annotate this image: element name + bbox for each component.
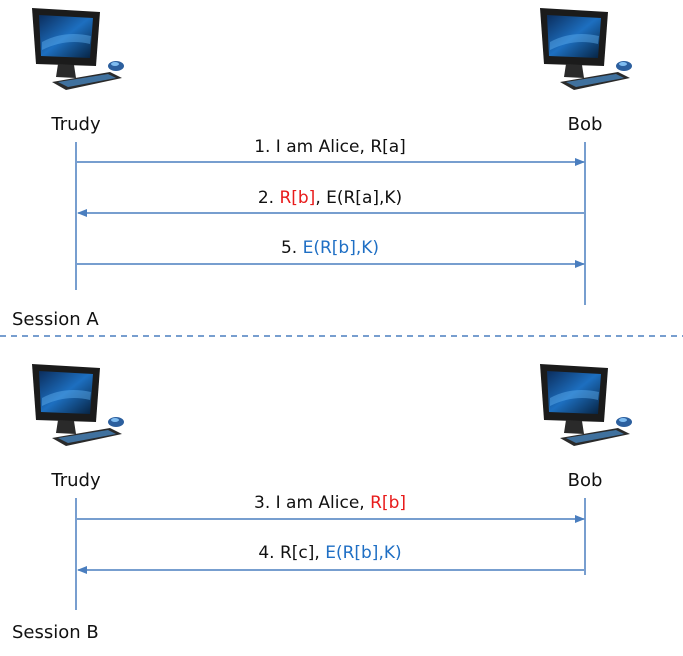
message-label: 4. R[c], E(R[b],K) [258, 543, 401, 563]
trudy-computer-icon [32, 364, 124, 446]
session-caption: Session B [12, 622, 99, 643]
message-part: 1. I am Alice, [254, 137, 370, 157]
bob-computer-icon [540, 364, 632, 446]
message-part: , E(R[a],K) [315, 188, 402, 208]
message-part: E(R[b],K) [325, 543, 401, 563]
right-party-label: Bob [568, 470, 603, 491]
message-part: 4. R[c], [258, 543, 325, 563]
session-a: Trudy Bob 1. I am Alice, R[a] 2. R[b], E… [12, 8, 632, 330]
message-part: R[a] [370, 137, 406, 157]
message-label: 3. I am Alice, R[b] [254, 493, 406, 513]
session-b: Trudy Bob 3. I am Alice, R[b] 4. R[c], E… [12, 364, 632, 643]
trudy-computer-icon [32, 8, 124, 90]
left-party-label: Trudy [50, 114, 101, 135]
message-part: 2. [258, 188, 280, 208]
session-caption: Session A [12, 309, 99, 330]
message-label: 5. E(R[b],K) [281, 238, 379, 258]
message-part: R[b] [370, 493, 406, 513]
message-part: R[b] [279, 188, 315, 208]
message-part: 5. [281, 238, 303, 258]
message-label: 1. I am Alice, R[a] [254, 137, 406, 157]
bob-computer-icon [540, 8, 632, 90]
left-party-label: Trudy [50, 470, 101, 491]
message-label: 2. R[b], E(R[a],K) [258, 188, 402, 208]
message-part: E(R[b],K) [303, 238, 379, 258]
message-part: 3. I am Alice, [254, 493, 370, 513]
right-party-label: Bob [568, 114, 603, 135]
